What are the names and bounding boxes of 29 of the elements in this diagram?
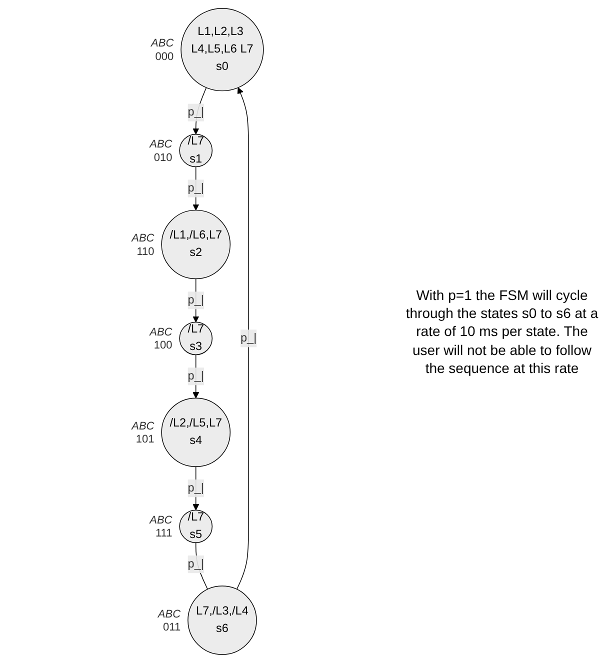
arrow [192,87,207,135]
state-code-label: ABC 110 [132,232,154,258]
edge-label: p_| [240,332,257,344]
connector [196,542,208,590]
edge-label: p_| [188,106,204,118]
note-text: With p=1 the FSM will cycle through the states s0 to s6 at a rate of 10 ms per state. The user will not be able to follow the sequence at this rate [404,286,600,377]
edge-label: p_| [188,558,204,570]
node-circle: /L7 s1 [179,134,213,168]
node-circle: /L1,/L6,L7 s2 [161,210,231,280]
edge-label: p_| [188,294,204,306]
node-circle: /L7 s3 [179,322,213,356]
state-code-label: ABC 010 [150,138,172,164]
state-code-label: ABC 000 [151,38,174,63]
arrow [192,166,200,210]
state-code-label: ABC 011 [158,608,181,634]
arrow [236,87,249,590]
state-code-label: ABC 111 [150,514,172,540]
arrow [192,466,200,510]
arrow [192,278,200,322]
node-circle: L1,L2,L3 L4,L5,L6 L7 s0 [180,8,264,92]
node-circle: L7,/L3,/L4 s6 [188,586,257,655]
state-code-label: ABC 101 [132,420,154,446]
node-circle: /L2,/L5,L7 s4 [161,398,231,468]
edge-label: p_| [188,182,204,194]
arrow [192,354,200,398]
edge-label: p_| [188,482,204,494]
node-circle: /L7 s5 [179,510,213,543]
state-code-label: ABC 100 [150,326,172,352]
edge-label: p_| [188,370,204,382]
